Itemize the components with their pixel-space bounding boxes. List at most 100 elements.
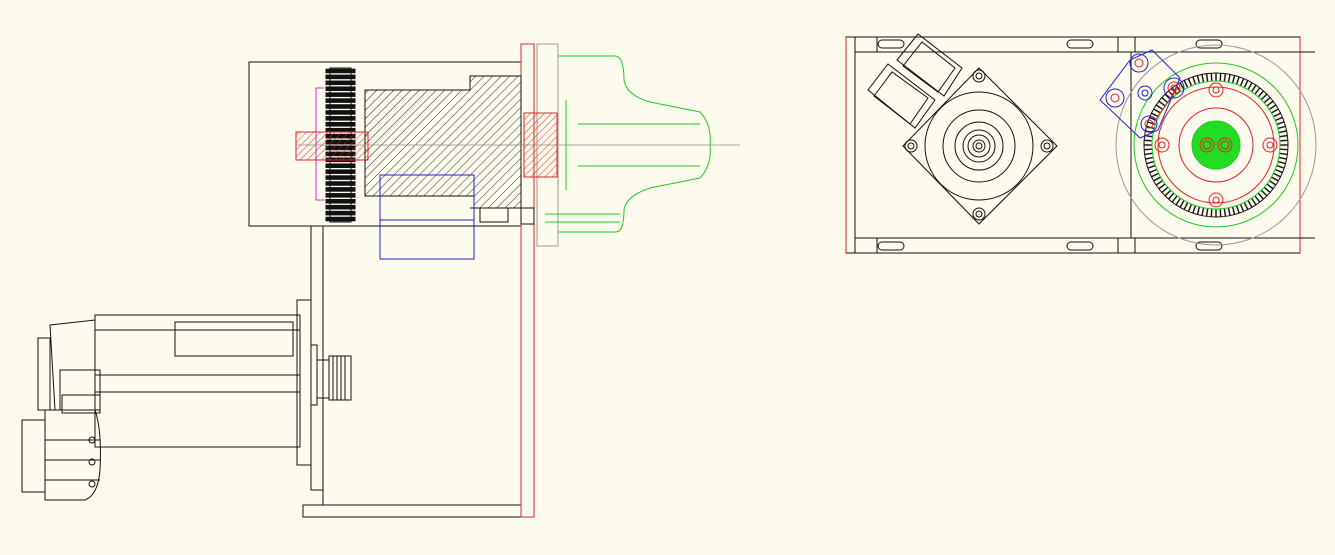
ring-gear-tooth: [1155, 179, 1164, 186]
pinion-tooth: [325, 169, 356, 174]
ring-gear-tooth: [1219, 73, 1222, 82]
ring-gear-tooth: [1250, 84, 1257, 93]
pinion-tooth: [325, 127, 356, 133]
pinion-tooth: [325, 98, 356, 103]
ring-gear-tooth: [1146, 160, 1155, 165]
ring-gear-assembly: [1115, 44, 1317, 246]
ring-gear-tooth: [1263, 186, 1271, 193]
output-arm-profile: [545, 55, 711, 233]
hub-circle: [1178, 107, 1254, 183]
ring-gear-tooth: [1201, 74, 1205, 83]
ring-gear-tooth: [1274, 168, 1283, 174]
ring-gear-tip-circle: [1143, 72, 1289, 218]
ring-gear-tooth: [1266, 183, 1274, 190]
base-frame: [845, 36, 1315, 254]
ring-gear-tooth: [1196, 206, 1201, 215]
ring-gear-tooth: [1149, 168, 1158, 174]
ring-gear-tooth: [1158, 100, 1166, 107]
ring-gear-tooth: [1279, 148, 1288, 151]
ring-gear-tooth: [1187, 78, 1193, 87]
ring-gear-tooth: [1271, 108, 1279, 114]
ring-gear-tooth: [1277, 160, 1286, 165]
pinion-tooth: [325, 80, 356, 86]
hub-bolt-holes: [1154, 82, 1278, 208]
output-shaft: [1191, 120, 1241, 170]
ring-gear-tooth: [1243, 202, 1249, 210]
ring-gear-tooth: [1164, 189, 1172, 197]
ring-gear-tooth: [1227, 74, 1231, 83]
pinion-tooth: [325, 210, 356, 216]
pinion-tooth: [325, 92, 356, 97]
ring-gear-tooth: [1151, 112, 1159, 118]
pinion-tooth: [325, 68, 356, 74]
ring-gear-tooth: [1147, 121, 1156, 126]
pinion-tooth: [325, 121, 356, 127]
ring-gear-tooth: [1235, 76, 1240, 85]
ring-gear-tooth: [1231, 75, 1236, 84]
ring-gear-tooth: [1279, 134, 1288, 138]
outer-swing-circle: [1115, 44, 1317, 246]
ring-gear-tooth: [1271, 176, 1279, 182]
pinion-tooth: [325, 104, 356, 109]
pinion-tooth: [325, 86, 356, 92]
pinion-tooth: [325, 216, 356, 222]
ring-gear-tooth: [1278, 130, 1287, 134]
ring-gear-tooth: [1223, 208, 1227, 217]
ring-gear-tooth: [1192, 205, 1197, 214]
ring-gear-tooth: [1145, 156, 1154, 160]
ring-gear-tooth: [1171, 195, 1178, 203]
ring-gear-tooth: [1161, 97, 1169, 104]
ring-gear-tooth: [1147, 164, 1156, 169]
ring-gear-tooth: [1274, 116, 1283, 122]
side-section-view: [21, 43, 740, 518]
ring-gear-tooth: [1153, 176, 1161, 182]
ring-gear-tooth: [1254, 87, 1261, 95]
motor-connector: [21, 409, 101, 501]
pinion-tooth: [325, 116, 356, 121]
pinion-tooth: [325, 163, 356, 169]
timing-pulley: [328, 355, 352, 401]
ring-gear-tooth: [1151, 172, 1159, 178]
ring-gear-tooth: [1210, 73, 1213, 82]
ring-gear-pitch: [1151, 80, 1281, 210]
ring-gear-tooth: [1192, 76, 1197, 85]
ring-gear-teeth: [1143, 72, 1289, 218]
motor-square-flange: [902, 67, 1058, 225]
ring-gear-tooth: [1250, 197, 1257, 206]
pinion-tooth: [325, 204, 356, 210]
ring-gear-tooth: [1168, 192, 1175, 200]
ring-gear-tooth: [1144, 152, 1153, 156]
ring-gear-tooth: [1227, 207, 1231, 216]
ring-gear-tooth: [1273, 112, 1281, 118]
motor-nameplate: [174, 321, 294, 357]
ring-gear-tooth: [1175, 197, 1182, 206]
ring-gear-tooth: [1279, 139, 1288, 142]
idler-assembly: [1099, 49, 1185, 139]
ring-gear-tooth: [1179, 82, 1185, 90]
ring-gear-tooth: [1257, 90, 1264, 98]
pinion-tooth: [325, 175, 356, 180]
ring-gear-tooth: [1276, 164, 1285, 169]
ring-gear-tooth: [1144, 139, 1153, 142]
ring-gear-tooth: [1187, 203, 1193, 212]
ring-gear-tooth: [1183, 202, 1189, 210]
ring-gear-tooth: [1266, 100, 1274, 107]
ring-gear-tooth: [1260, 93, 1268, 101]
pinion-tooth: [325, 110, 356, 115]
output-shaft-bores: [1199, 137, 1233, 153]
ring-gear-tooth: [1210, 208, 1213, 217]
ring-gear-tooth: [1239, 78, 1245, 87]
ring-gear-tooth: [1205, 73, 1209, 82]
pinion-tooth: [325, 181, 356, 186]
ring-gear-tooth: [1205, 208, 1209, 217]
top-view-connectors: [867, 33, 963, 129]
top-view: [845, 33, 1317, 254]
ring-gear-tooth: [1183, 80, 1189, 88]
ring-gear-tooth: [1247, 82, 1253, 90]
ring-gear-tooth: [1247, 200, 1253, 208]
ring-gear-tooth: [1277, 125, 1286, 130]
sensor-block: [379, 174, 475, 260]
pinion-tooth: [325, 198, 356, 204]
